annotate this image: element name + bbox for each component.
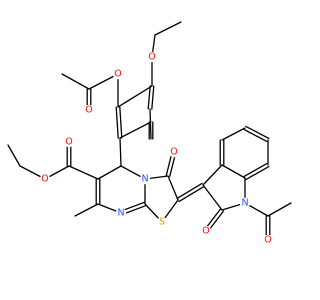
single-bond [74, 203, 99, 217]
atom-label-background [139, 173, 151, 185]
single-bond [7, 144, 21, 167]
atom-label-background [146, 51, 158, 63]
atom-label-o-ester-carbonyl: O [65, 137, 72, 148]
atom-label-o-ester-ethyl: O [41, 174, 48, 185]
double-bond-line [178, 185, 205, 203]
single-bond [68, 165, 99, 180]
atom-label-background [39, 173, 51, 185]
atom-label-n-ring-fusion: N [141, 174, 148, 185]
atom-label-background [63, 136, 75, 148]
atom-label-background [115, 207, 127, 219]
single-bond [221, 164, 246, 179]
atom-label-background [200, 225, 212, 237]
atom-label-n-pyrimidine: N [117, 208, 124, 219]
atom-label-background [262, 234, 274, 246]
atom-label-background [83, 104, 95, 116]
atom-label-s-thiazole: S [159, 217, 165, 228]
double-bond-line [245, 125, 270, 140]
atom-label-o-ethoxy: O [148, 52, 155, 63]
single-bond [154, 21, 182, 36]
single-bond [221, 127, 246, 141]
atom-label-background [156, 216, 168, 228]
single-bond [88, 73, 119, 90]
atom-label-o-ester-link: O [114, 69, 121, 80]
atom-label-n-indolinone: N [241, 198, 248, 209]
single-bond [117, 85, 153, 108]
double-bond-line [147, 85, 151, 110]
double-bond-line [243, 162, 268, 178]
atom-label-background [112, 68, 124, 80]
double-bond-line [119, 106, 123, 139]
atom-label-background [239, 197, 251, 209]
single-bond [267, 202, 292, 217]
double-bond-line [243, 128, 268, 143]
single-bond [61, 73, 90, 90]
double-bond-line [176, 182, 203, 200]
atom-label-o-indolinone: O [202, 226, 209, 237]
double-bond-line [151, 85, 155, 110]
single-bond [119, 121, 152, 139]
single-bond [202, 164, 223, 186]
atom-label-background [168, 146, 180, 158]
atom-label-layer: O O O O O O N N S N O O [39, 51, 274, 246]
single-bond [97, 165, 122, 180]
single-bond [202, 184, 223, 211]
atom-label-o-acetyl-top: O [85, 105, 92, 116]
molecule-structure-diagram: O O O O O O N N S N O O [7, 21, 292, 246]
single-bond [167, 175, 179, 201]
single-bond [119, 137, 122, 167]
atom-label-o-thiazolone: O [170, 147, 177, 158]
atom-label-o-n-acetyl: O [264, 235, 271, 246]
double-bond-line [115, 106, 119, 139]
single-bond [149, 108, 152, 140]
double-bond-line [245, 165, 270, 181]
